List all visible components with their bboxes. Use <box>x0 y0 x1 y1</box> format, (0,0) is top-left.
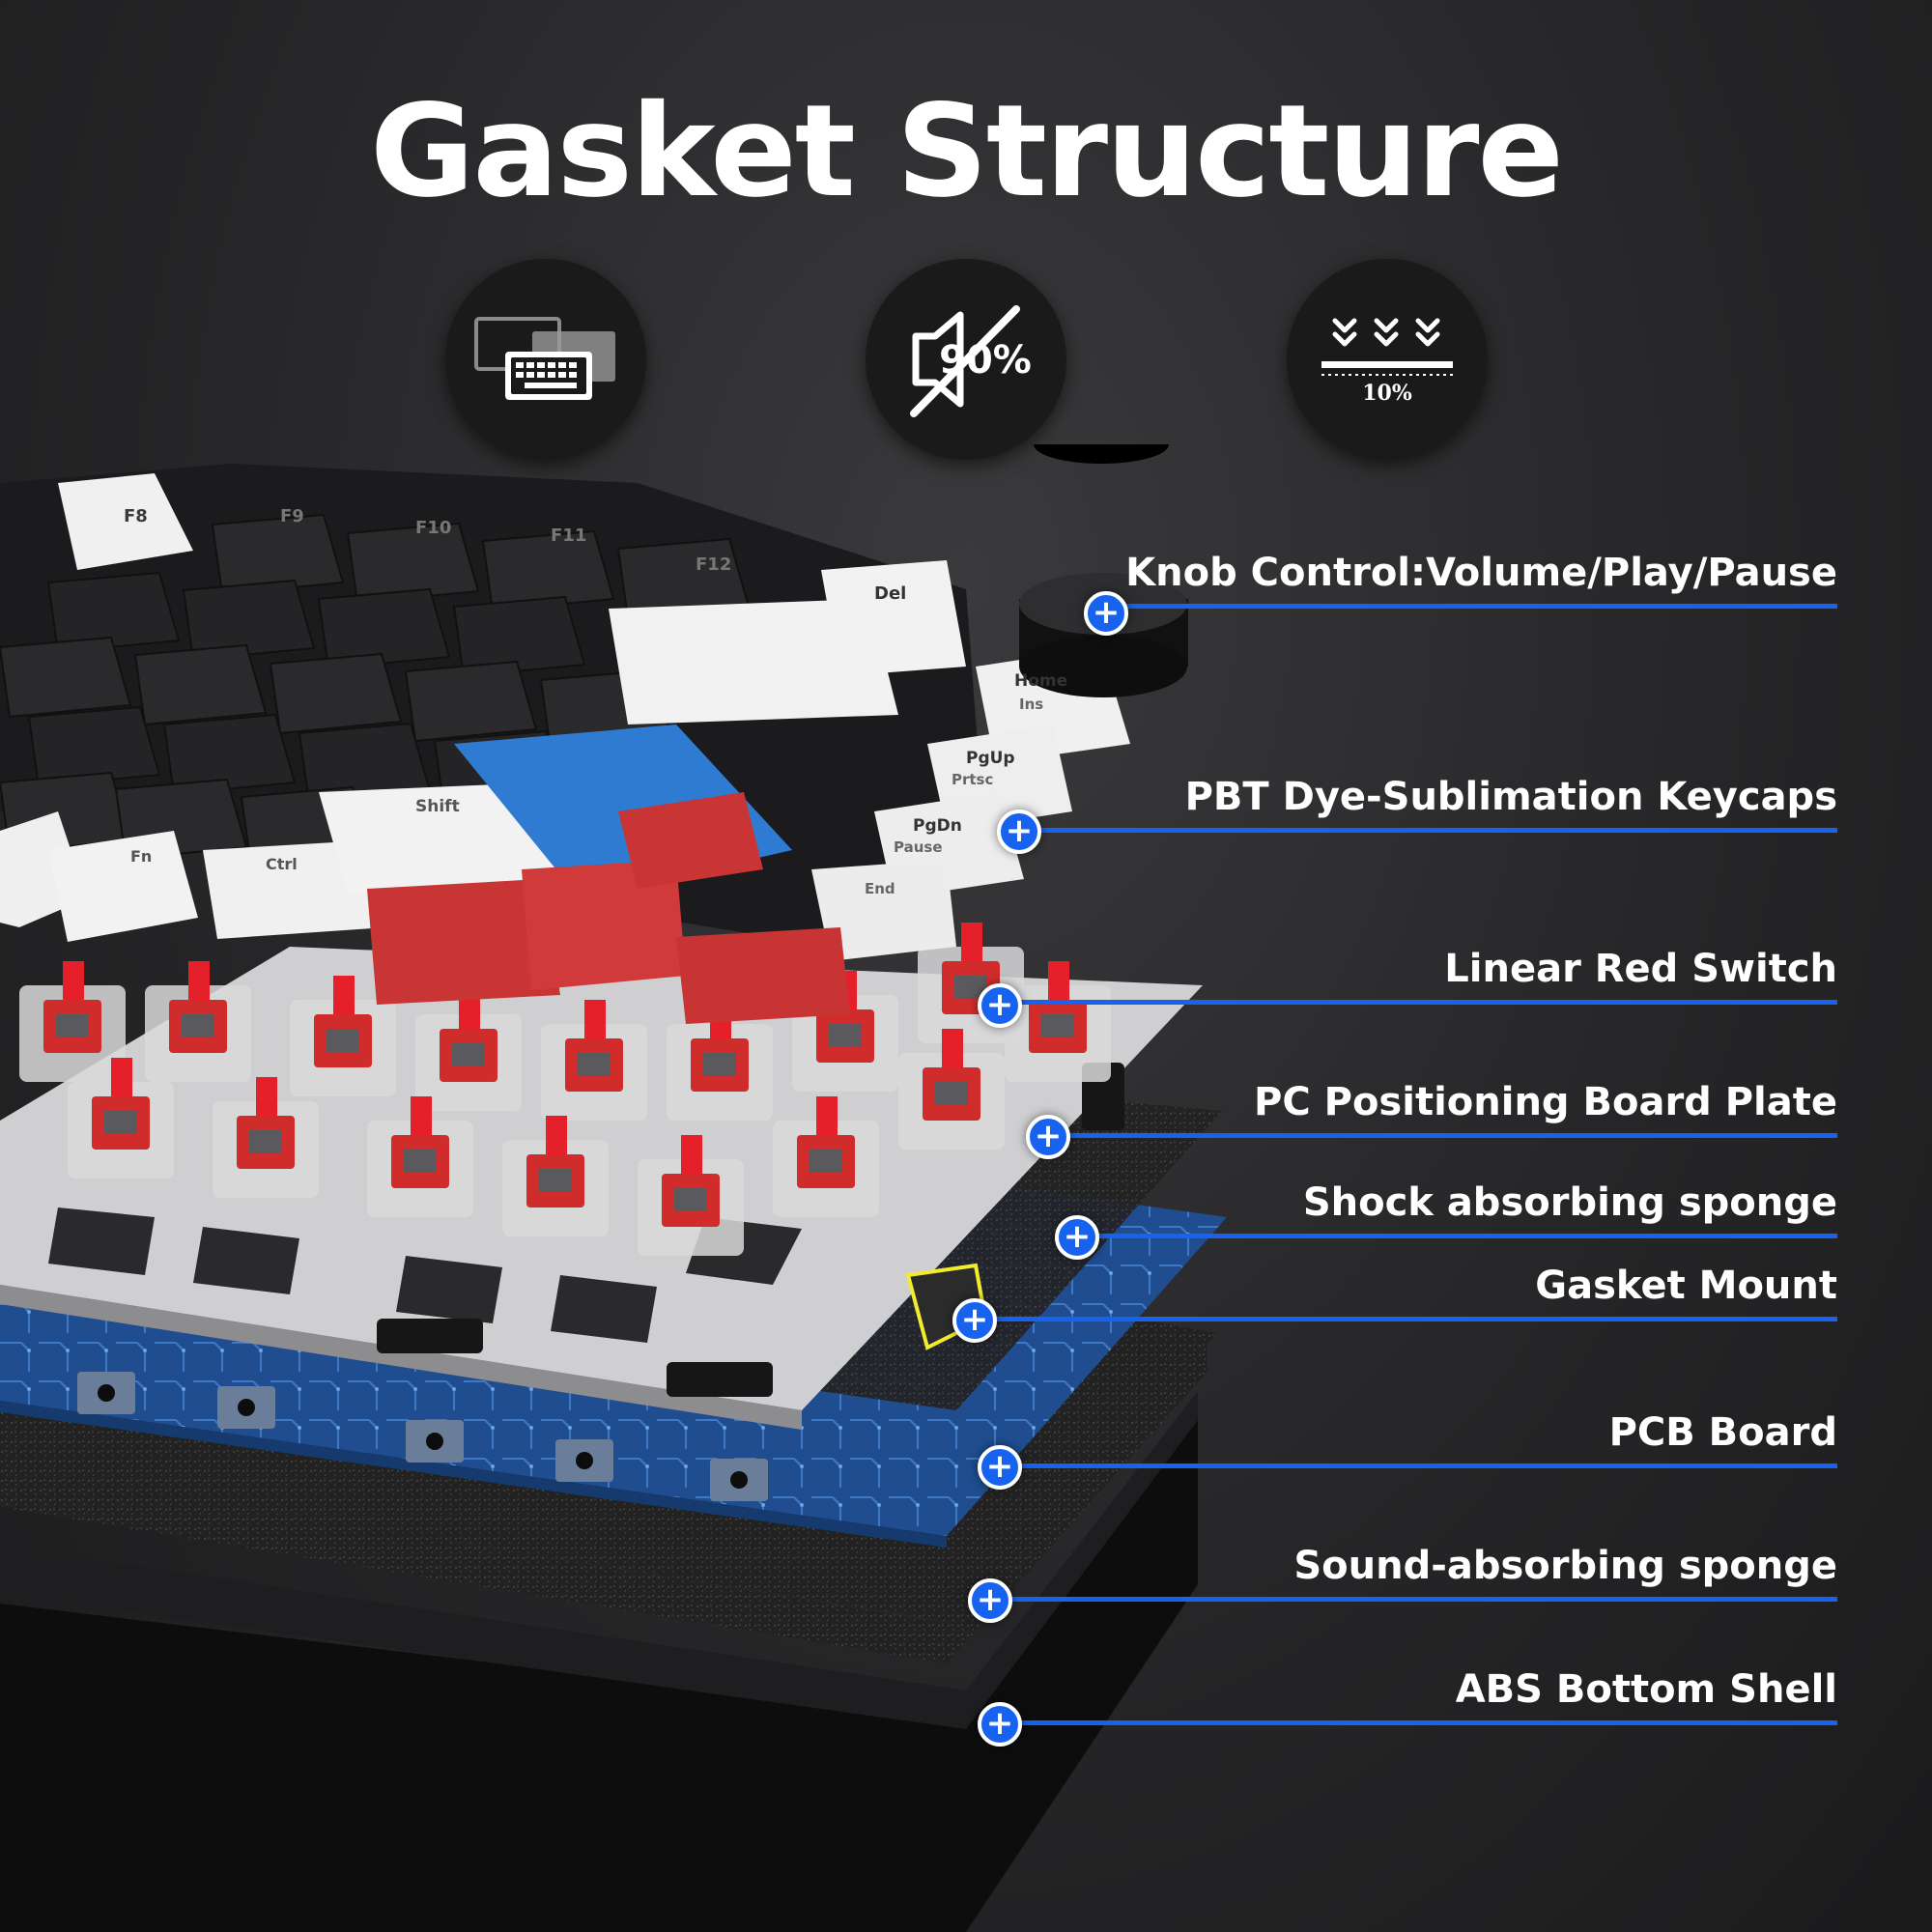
callout-label: ABS Bottom Shell <box>1455 1667 1837 1712</box>
plus-icon[interactable]: + <box>1026 1115 1070 1159</box>
plus-icon[interactable]: + <box>1055 1215 1099 1260</box>
switch <box>1005 961 1111 1082</box>
feature-icon-compression: 10% <box>1287 259 1488 460</box>
plus-icon[interactable]: + <box>997 810 1041 854</box>
keycap-legend-ctrl: Ctrl <box>266 855 298 873</box>
switch <box>213 1077 319 1198</box>
callout-pcb: PCB Board <box>1001 1410 1837 1468</box>
switch <box>415 990 522 1111</box>
keycap <box>27 705 161 788</box>
callout-label: Sound-absorbing sponge <box>1293 1544 1837 1588</box>
keycap-legend-f10: F10 <box>415 518 451 538</box>
keycap <box>317 587 451 670</box>
switch <box>367 1096 473 1217</box>
callout-label: Shock absorbing sponge <box>1302 1180 1837 1225</box>
keycap-rows <box>0 444 1188 1024</box>
callout-label: Gasket Mount <box>1535 1264 1837 1308</box>
callout-keycaps: PBT Dye-Sublimation Keycaps <box>1020 775 1837 833</box>
bottom-shell <box>0 1391 1198 1932</box>
keyboard-exploded-illustration: F8 F9 F10 F11 F12 Del Home Ins PgUp Prts… <box>0 444 1227 1932</box>
keycap <box>481 529 615 612</box>
keycap-legend-f12: F12 <box>696 554 731 575</box>
keycap-legend-pgdn: PgDn <box>913 816 962 836</box>
keycap-legend-del: Del <box>874 583 906 604</box>
keycap-legend-end: End <box>865 880 895 897</box>
keycap <box>211 513 345 596</box>
switch <box>502 1116 609 1236</box>
keycap <box>162 713 297 796</box>
keyboard-layers-icon <box>474 317 615 400</box>
callout-line <box>972 1317 1837 1321</box>
keycap-legend-shift: Shift <box>415 797 460 816</box>
switch <box>145 961 251 1082</box>
keycap <box>133 643 268 726</box>
sound-sponge-layer <box>0 1333 1208 1663</box>
keycap-legend-prtsc: Prtsc <box>952 771 993 788</box>
keycap-legend-pgup: PgUp <box>966 749 1015 768</box>
callout-line <box>1001 1463 1837 1468</box>
switch <box>667 1000 773 1121</box>
plus-icon[interactable]: + <box>978 1445 1022 1490</box>
callout-knob: Knob Control:Volume/Play/Pause <box>1036 551 1837 609</box>
switch <box>19 961 126 1082</box>
noise-reduction-icon: 90% <box>910 305 1032 417</box>
switch <box>638 1135 744 1256</box>
keycap <box>269 652 403 735</box>
noise-reduction-value: 90% <box>939 338 1032 383</box>
callout-sound-sponge: Sound-absorbing sponge <box>991 1544 1837 1602</box>
callout-line <box>1001 1000 1837 1005</box>
keycap <box>46 571 181 654</box>
keycap-legend-pause: Pause <box>894 838 943 856</box>
switch-group <box>19 923 1111 1256</box>
callout-label: Linear Red Switch <box>1444 947 1837 991</box>
keycap <box>404 660 538 743</box>
feature-icon-keyboard <box>445 259 646 460</box>
callout-line <box>1001 1720 1837 1725</box>
callout-line <box>1101 604 1837 609</box>
keycap-legend-f9: F9 <box>280 506 304 526</box>
callout-gasket: Gasket Mount <box>972 1264 1837 1321</box>
keycap-legend-fn: Fn <box>130 847 152 866</box>
keycap-legend-f11: F11 <box>551 526 586 546</box>
plus-icon[interactable]: + <box>978 1702 1022 1747</box>
plus-icon[interactable]: + <box>952 1298 997 1343</box>
keycap-legend-ins: Ins <box>1019 696 1043 713</box>
callout-shock-sponge: Shock absorbing sponge <box>1036 1180 1837 1238</box>
switch <box>898 1029 1005 1150</box>
callout-label: PBT Dye-Sublimation Keycaps <box>1184 775 1837 819</box>
callout-plate: PC Positioning Board Plate <box>1036 1080 1837 1138</box>
keycap <box>182 579 316 662</box>
switch <box>290 976 396 1096</box>
callout-label: PC Positioning Board Plate <box>1254 1080 1837 1124</box>
callout-line <box>1078 1234 1837 1238</box>
feature-icon-noise: 90% <box>866 259 1066 460</box>
keycap <box>0 636 132 719</box>
switch <box>541 1000 647 1121</box>
switch <box>68 1058 174 1179</box>
callout-label: PCB Board <box>1608 1410 1837 1455</box>
compression-value: 10% <box>1362 381 1412 406</box>
plus-icon[interactable]: + <box>978 983 1022 1028</box>
keycap-legend-f8: F8 <box>124 506 148 526</box>
switch <box>773 1096 879 1217</box>
callout-bottom-shell: ABS Bottom Shell <box>1001 1667 1837 1725</box>
keycap-legend-home: Home <box>1014 671 1067 691</box>
callout-line <box>1049 1133 1837 1138</box>
keycap <box>346 522 480 605</box>
callout-label: Knob Control:Volume/Play/Pause <box>1125 551 1837 595</box>
plus-icon[interactable]: + <box>1084 591 1128 636</box>
callout-line <box>991 1597 1837 1602</box>
compression-icon: 10% <box>1321 318 1453 406</box>
callout-switch: Linear Red Switch <box>1001 947 1837 1005</box>
page-title: Gasket Structure <box>370 77 1564 226</box>
callout-line <box>1020 828 1837 833</box>
keycap <box>452 595 586 678</box>
plus-icon[interactable]: + <box>968 1578 1012 1623</box>
